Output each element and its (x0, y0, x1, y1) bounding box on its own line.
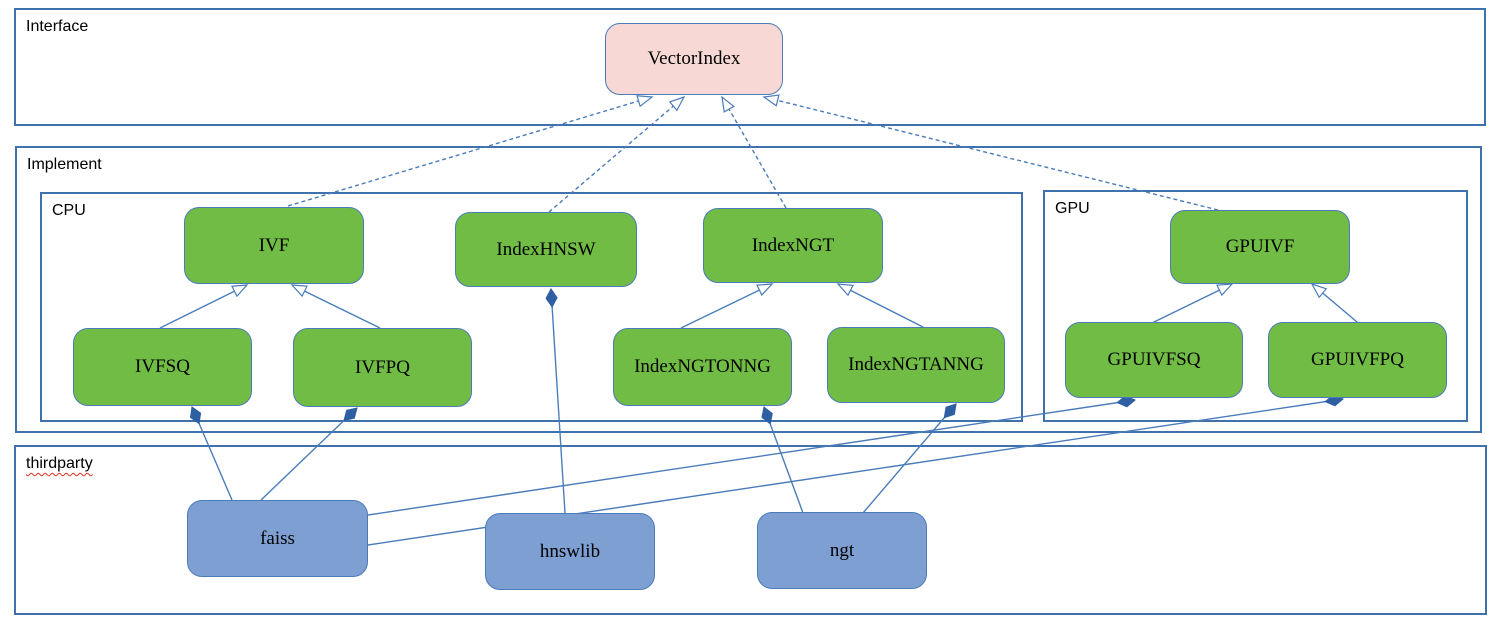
node-vectorindex: VectorIndex (605, 23, 783, 95)
node-gpuivfpq: GPUIVFPQ (1268, 322, 1447, 398)
node-indexngt: IndexNGT (703, 208, 883, 283)
node-ivfpq: IVFPQ (293, 328, 472, 407)
node-gpuivfsq: GPUIVFSQ (1065, 322, 1243, 398)
node-hnswlib: hnswlib (485, 513, 655, 590)
node-ivfsq: IVFSQ (73, 328, 252, 406)
section-label-implement: Implement (27, 156, 102, 173)
node-indexngtonng: IndexNGTONNG (613, 328, 792, 406)
section-label-interface: Interface (26, 18, 89, 35)
node-gpuivf: GPUIVF (1170, 210, 1350, 284)
section-label-cpu: CPU (52, 202, 86, 219)
node-faiss: faiss (187, 500, 368, 577)
node-ivf: IVF (184, 207, 364, 284)
node-indexhnsw: IndexHNSW (455, 212, 637, 287)
node-ngt: ngt (757, 512, 927, 589)
node-indexngtanng: IndexNGTANNG (827, 327, 1005, 403)
section-label-thirdparty: thirdparty (26, 455, 93, 472)
section-label-gpu: GPU (1055, 200, 1090, 217)
